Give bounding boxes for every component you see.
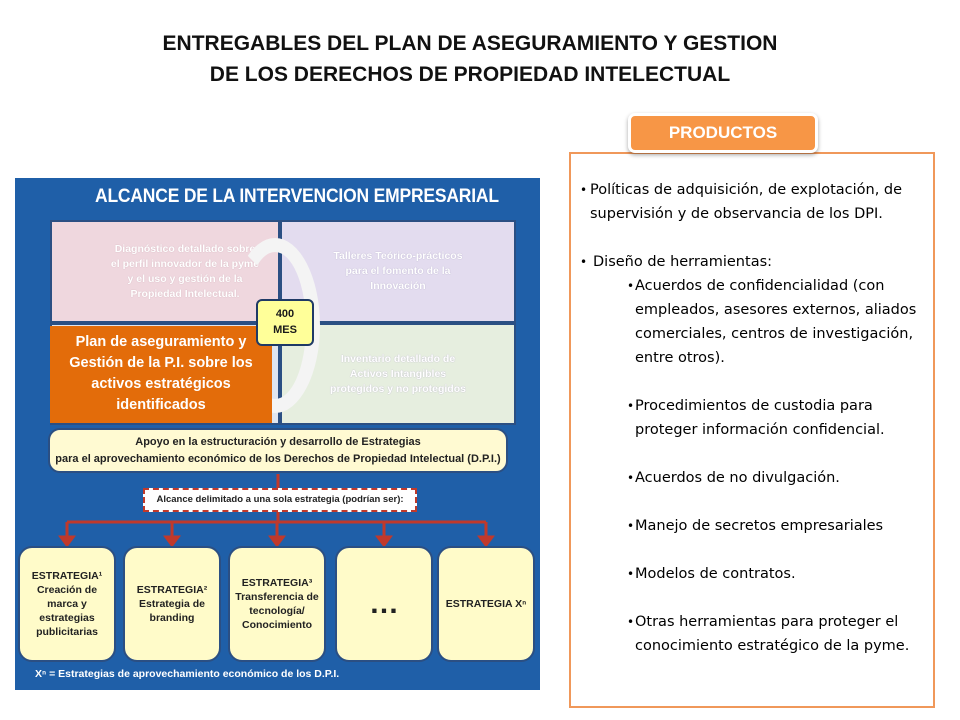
quadrant-inventario-text: Inventario detallado de Activos Intangib… bbox=[330, 352, 466, 395]
strategy-1-text: ESTRATEGIA¹ Creación de marca y estrateg… bbox=[31, 570, 103, 638]
mes-badge: 400 MES bbox=[256, 299, 314, 346]
strategy-2-text: ESTRATEGIA² Estrategia de branding bbox=[136, 584, 208, 624]
product-item: Diseño de herramientas: bbox=[580, 250, 930, 274]
arrow-s5 bbox=[477, 535, 495, 548]
apoyo-line-2: para el aprovechamiento económico de los… bbox=[55, 453, 501, 465]
apoyo-box: Apoyo en la estructuración y desarrollo … bbox=[48, 428, 508, 473]
arrow-s3 bbox=[268, 535, 286, 548]
intervention-diagram: ALCANCE DE LA INTERVENCION EMPRESARIAL D… bbox=[15, 178, 540, 690]
product-subitem: Procedimientos de custodia para proteger… bbox=[627, 394, 930, 442]
product-subitem: Acuerdos de confidencialidad (con emplea… bbox=[627, 274, 930, 370]
title-line-1: ENTREGABLES DEL PLAN DE ASEGURAMIENTO Y … bbox=[162, 32, 778, 55]
slide-title: ENTREGABLES DEL PLAN DE ASEGURAMIENTO Y … bbox=[80, 28, 860, 90]
alcance-box: Alcance delimitado a una sola estrategia… bbox=[143, 488, 417, 512]
quadrant-talleres-text: Talleres Teórico-prácticos para el fomen… bbox=[333, 250, 463, 292]
product-subitem: Modelos de contratos. bbox=[627, 562, 930, 586]
products-list: Políticas de adquisición, de explotación… bbox=[580, 178, 930, 658]
products-tab: PRODUCTOS bbox=[628, 113, 818, 153]
arrow-s4 bbox=[375, 535, 393, 548]
product-item: Políticas de adquisición, de explotación… bbox=[580, 178, 930, 226]
diagram-heading: ALCANCE DE LA INTERVENCION EMPRESARIAL bbox=[95, 186, 499, 207]
strategy-1: ESTRATEGIA¹ Creación de marca y estrateg… bbox=[18, 546, 116, 662]
strategy-3-text: ESTRATEGIA³ Transferencia de tecnología/… bbox=[235, 577, 319, 631]
product-subitem: Manejo de secretos empresariales bbox=[627, 514, 930, 538]
diagram-footnote: Xⁿ = Estrategias de aprovechamiento econ… bbox=[35, 668, 340, 680]
strategy-xn: ESTRATEGIA Xⁿ bbox=[437, 546, 535, 662]
product-subitem: Acuerdos de no divulgación. bbox=[627, 466, 930, 490]
title-line-2: DE LOS DERECHOS DE PROPIEDAD INTELECTUAL bbox=[209, 63, 731, 86]
connector-lines bbox=[58, 474, 495, 548]
strategy-ellipsis-text: … bbox=[369, 587, 399, 620]
spacer bbox=[580, 442, 930, 466]
arrow-s1 bbox=[58, 535, 76, 548]
strategy-3: ESTRATEGIA³ Transferencia de tecnología/… bbox=[228, 546, 326, 662]
strategy-2: ESTRATEGIA² Estrategia de branding bbox=[123, 546, 221, 662]
spacer bbox=[580, 226, 930, 250]
strategy-xn-text: ESTRATEGIA Xⁿ bbox=[445, 598, 527, 610]
badge-number: 400 bbox=[275, 308, 295, 320]
apoyo-line-1: Apoyo en la estructuración y desarrollo … bbox=[135, 436, 421, 448]
spacer bbox=[580, 370, 930, 394]
arrow-s2 bbox=[163, 535, 181, 548]
quadrant-diagnostico-text: Diagnóstico detallado sobre el perfil in… bbox=[110, 242, 260, 300]
plan-box: Plan de aseguramiento y Gestión de la P.… bbox=[50, 326, 272, 423]
product-subitem: Otras herramientas para proteger el cono… bbox=[627, 610, 930, 658]
badge-unit: MES bbox=[273, 324, 297, 336]
spacer bbox=[580, 586, 930, 610]
quadrant-talleres: Talleres Teórico-prácticos para el fomen… bbox=[280, 220, 516, 323]
spacer bbox=[580, 538, 930, 562]
spacer bbox=[580, 490, 930, 514]
strategy-ellipsis: … bbox=[335, 546, 433, 662]
